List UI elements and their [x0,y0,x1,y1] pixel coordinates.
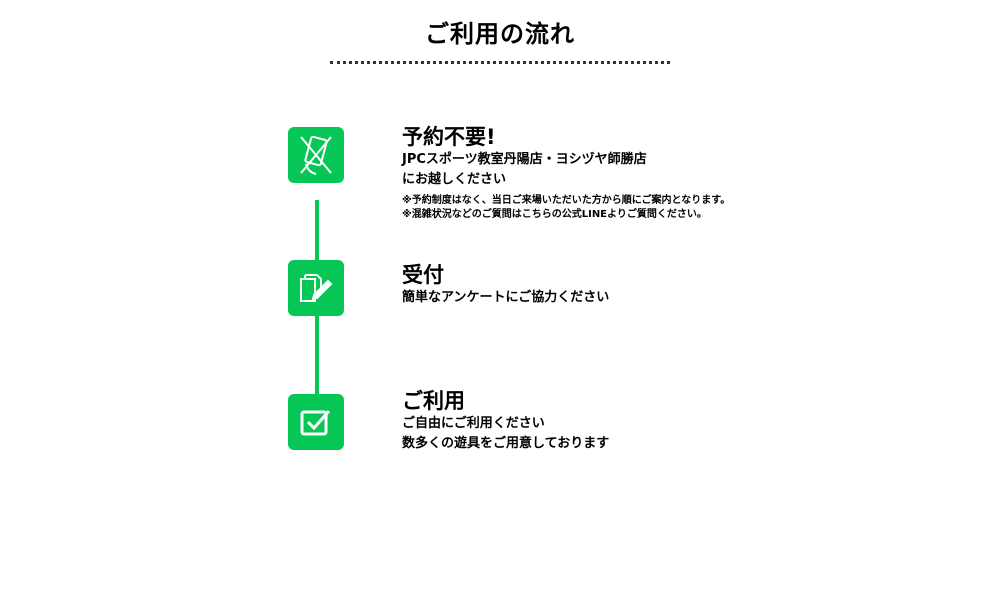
step-note: ※混雑状況などのご質問はこちらの公式LINEよりご質問ください。 [402,209,707,220]
form-edit-icon [288,260,344,316]
step-use: ご利用 ご自由にご利用ください 数多くの遊具をご用意しております [402,388,609,454]
step-text: ご自由にご利用ください [402,416,545,431]
step-connector [315,200,319,262]
step-no-reservation: 予約不要! JPCスポーツ教室丹陽店・ヨシヅヤ師勝店 にお越しください ※予約制… [402,124,730,222]
step-text: 簡単なアンケートにご協力ください [402,290,610,305]
step-text: JPCスポーツ教室丹陽店・ヨシヅヤ師勝店 [402,152,647,167]
step-text: にお越しください [402,172,507,187]
title-divider [330,61,670,64]
step-text: 数多くの遊具をご用意しております [402,436,610,451]
no-phone-icon [288,127,344,183]
checkbox-icon [288,394,344,450]
step-note: ※予約制度はなく、当日ご来場いただいた方から順にご案内となります。 [402,195,731,206]
step-heading: 受付 [402,263,444,287]
page-title: ご利用の流れ [425,20,575,48]
step-heading: ご利用 [402,389,465,413]
step-connector [315,314,319,396]
step-heading: 予約不要! [402,125,496,149]
step-reception: 受付 簡単なアンケートにご協力ください [402,262,609,308]
